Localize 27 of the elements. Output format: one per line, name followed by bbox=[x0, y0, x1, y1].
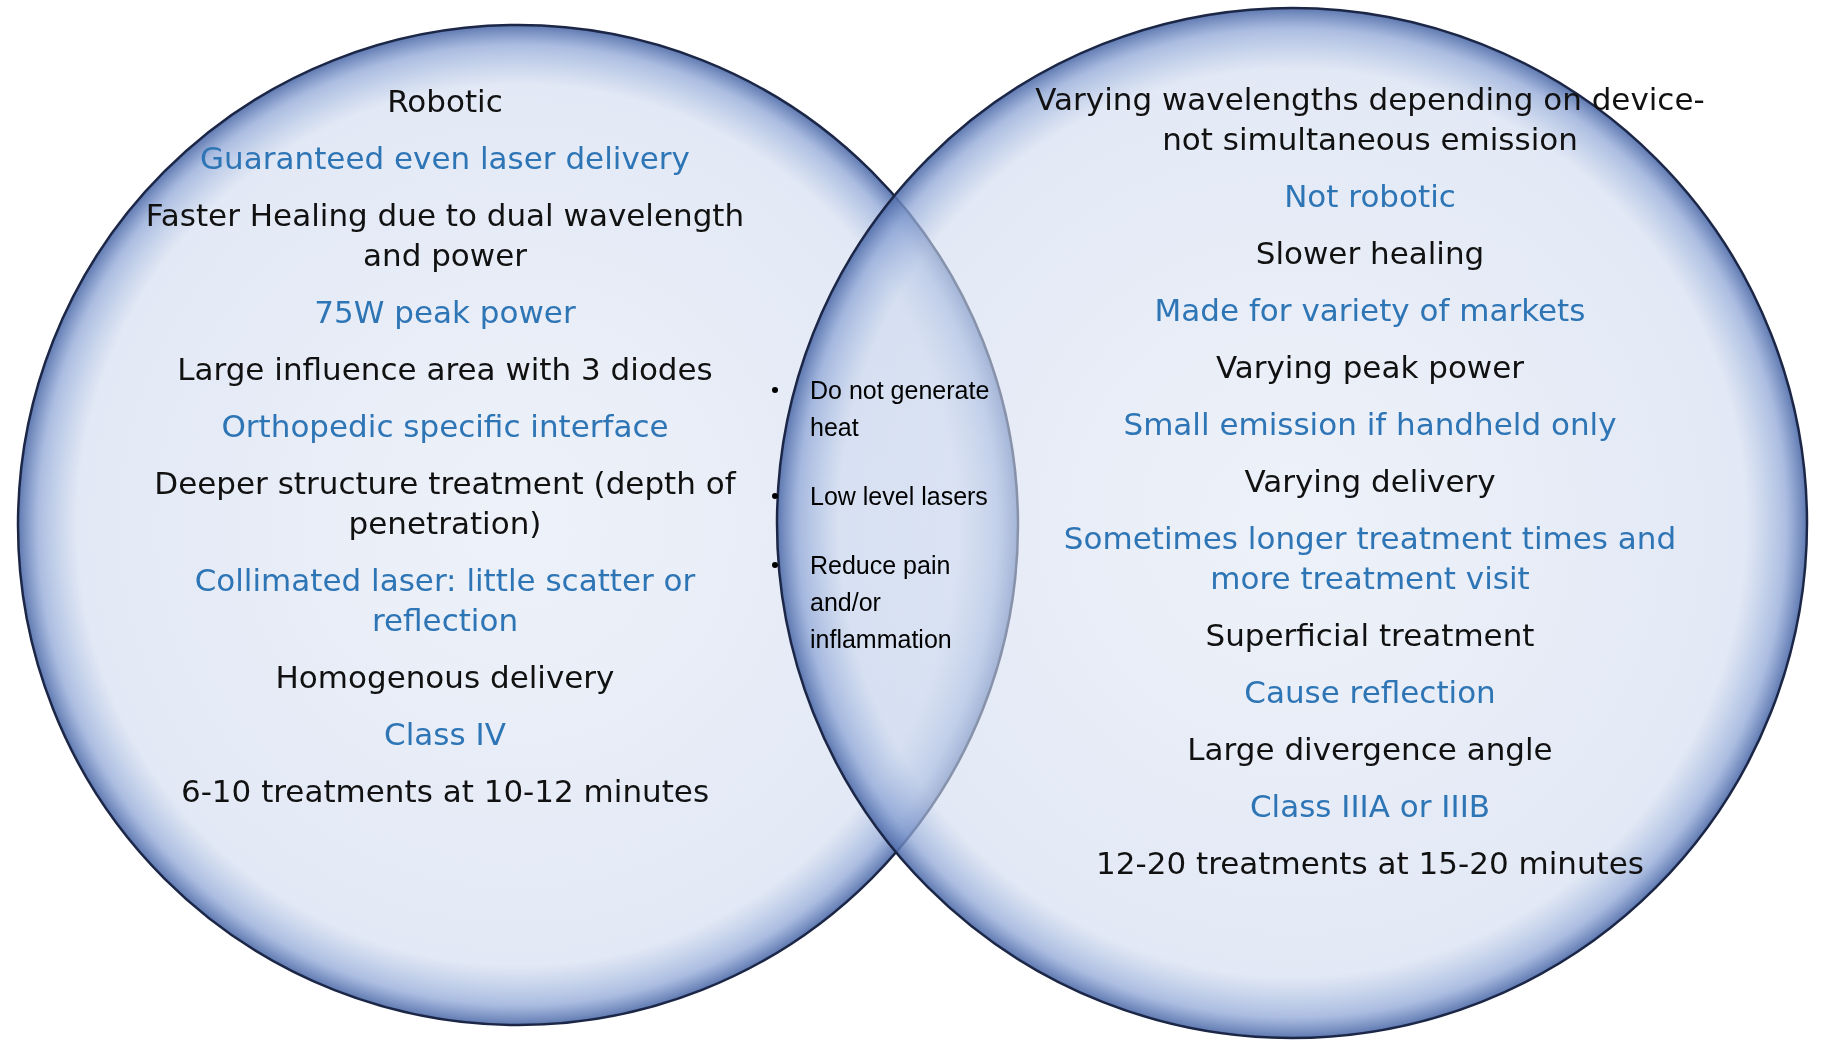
venn-item-text: Varying peak power bbox=[1215, 348, 1525, 387]
venn-item-text: 12-20 treatments at 15-20 minutes bbox=[1096, 844, 1644, 883]
venn-item-text: Cause reflection bbox=[1244, 673, 1496, 712]
venn-item-text: Orthopedic specific interface bbox=[221, 407, 669, 446]
venn-item-text: Large influence area with 3 diodes bbox=[177, 350, 713, 389]
venn-item-text: Made for variety of markets bbox=[1154, 291, 1586, 330]
venn-item-text: Class IIIA or IIIB bbox=[1249, 787, 1491, 826]
venn-item-text: Deeper structure treatment (depth of penetration) bbox=[153, 464, 738, 543]
venn-item-text: Sometimes longer treatment times and more treatment visit bbox=[1062, 519, 1678, 598]
bullet-item: Low level lasers bbox=[772, 478, 1022, 515]
venn-item-text: Varying wavelengths depending on device- not simultaneous emission bbox=[1034, 80, 1706, 159]
bullet-item: Do not generate heat bbox=[772, 372, 1022, 446]
venn-item-text: Class IV bbox=[384, 715, 506, 754]
venn-item-text: Guaranteed even laser delivery bbox=[200, 139, 690, 178]
venn-item-text: Varying delivery bbox=[1244, 462, 1496, 501]
venn-item-text: Small emission if handheld only bbox=[1123, 405, 1617, 444]
venn-item-text: Not robotic bbox=[1284, 177, 1456, 216]
venn-item-text: Superficial treatment bbox=[1205, 616, 1535, 655]
bullet-item: Reduce pain and/or inflammation bbox=[772, 547, 1022, 658]
venn-item-text: 6-10 treatments at 10-12 minutes bbox=[180, 772, 710, 811]
venn-item-text: Homogenous delivery bbox=[275, 658, 615, 697]
venn-item-text: Collimated laser: little scatter or reflection bbox=[193, 561, 697, 640]
venn-item-text: Slower healing bbox=[1255, 234, 1485, 273]
venn-item-text: 75W peak power bbox=[314, 293, 576, 332]
venn-item-text: Robotic bbox=[387, 82, 503, 121]
venn-item-text: Large divergence angle bbox=[1187, 730, 1553, 769]
venn-item-text: Faster Healing due to dual wavelength and power bbox=[144, 196, 746, 275]
